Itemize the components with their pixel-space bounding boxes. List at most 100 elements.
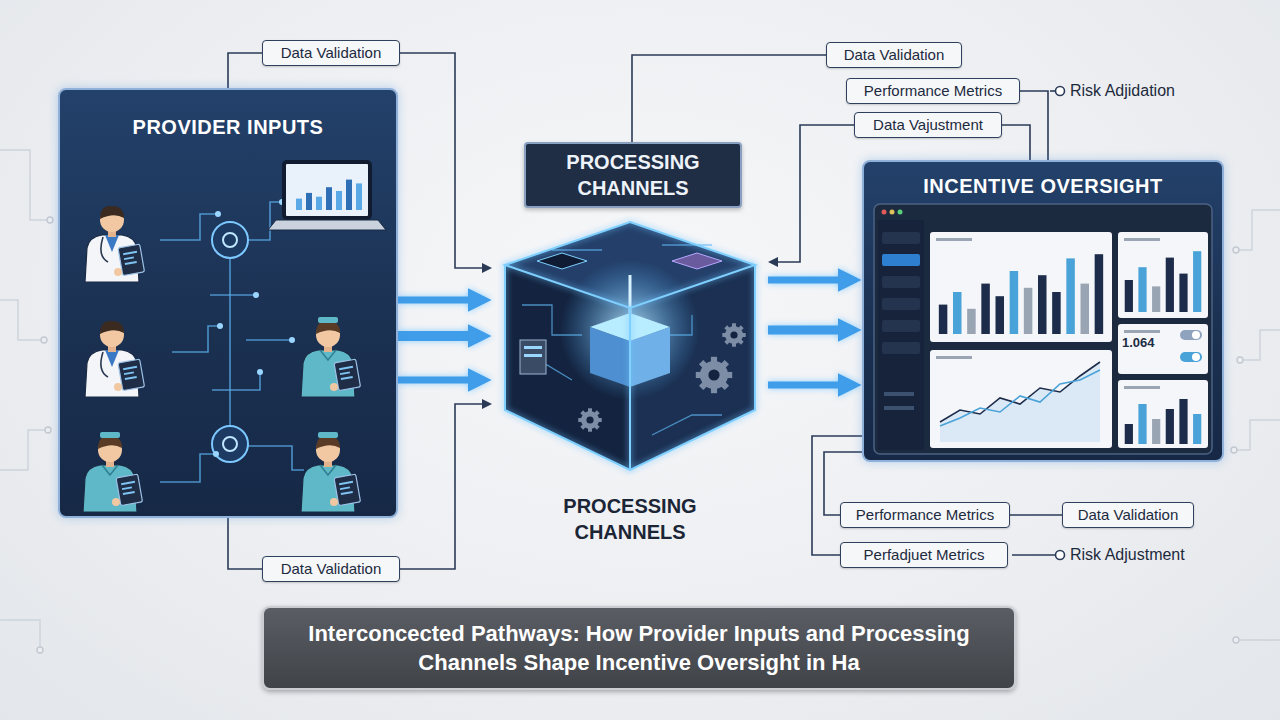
- oversight-panel: INCENTIVE OVERSIGHT: [862, 160, 1224, 462]
- chart-bar: [1179, 399, 1187, 444]
- chart-bar: [1024, 288, 1033, 334]
- sidebar-item: [882, 320, 920, 332]
- tablet-line: [125, 376, 137, 380]
- tablet-line: [123, 491, 135, 495]
- diagram-title: Interconcected Pathways: How Provider In…: [280, 619, 998, 677]
- flow-arrow: [398, 331, 470, 341]
- person-figure: [85, 206, 145, 282]
- tablet-line: [341, 491, 353, 495]
- chart-bar: [1010, 271, 1019, 334]
- tablet-frame: [334, 474, 361, 505]
- circuit-trace: [552, 249, 602, 250]
- chart-bar: [1166, 258, 1174, 312]
- toggle-knob: [1192, 331, 1200, 339]
- shirt: [105, 350, 119, 367]
- connector-line: [400, 53, 483, 268]
- card-header: [1124, 238, 1160, 241]
- nurse-cap: [318, 432, 338, 438]
- node-heading: PROCESSING CHANNELS: [538, 149, 728, 201]
- tablet-frame: [118, 359, 145, 390]
- laptop-bar: [316, 197, 322, 210]
- card-header: [936, 238, 972, 241]
- dashboard-card: [930, 350, 1112, 448]
- laptop-screen: [284, 162, 370, 218]
- person-figure: [85, 321, 145, 397]
- chart-bar: [1052, 292, 1061, 334]
- node-heading: PROVIDER INPUTS: [60, 115, 396, 139]
- chip-box: [672, 253, 722, 269]
- trace-dot: [213, 451, 219, 457]
- leader-line: [1012, 554, 1056, 556]
- tablet: [118, 244, 145, 275]
- connector-line: [777, 125, 854, 262]
- sidebar-item: [884, 406, 914, 410]
- area-fill: [940, 362, 1100, 442]
- chart-bar: [1125, 424, 1133, 444]
- chart-bar: [996, 296, 1005, 334]
- tablet-line: [123, 251, 137, 255]
- chart-bar: [1138, 404, 1146, 444]
- circuit-trace: [0, 150, 50, 220]
- circuit-trace: [212, 372, 260, 390]
- people-illustration: [60, 90, 396, 516]
- person-body: [301, 350, 355, 397]
- nurse-cap: [318, 317, 338, 323]
- tablet-frame: [116, 474, 143, 505]
- line-series: [940, 370, 1100, 426]
- metrics-tag: Perfadjuet Metrics: [840, 542, 1008, 568]
- chart-bar: [981, 284, 990, 334]
- metrics-tag: Performance Metrics: [846, 78, 1020, 104]
- validation-tag: Data Validation: [262, 556, 400, 582]
- sidebar: [878, 220, 924, 450]
- kpi-value: 1.064: [1122, 333, 1155, 353]
- trace-dot: [257, 369, 263, 375]
- chart-bar: [953, 292, 962, 334]
- circuit-trace: [246, 339, 292, 341]
- chart-bar: [1152, 419, 1160, 444]
- circuit-trace: [0, 430, 48, 470]
- toggle: [1180, 330, 1202, 340]
- circuit-node: [1237, 357, 1243, 363]
- tablet-frame: [118, 244, 145, 275]
- gear-hole: [708, 369, 719, 380]
- connector-line: [1002, 125, 1030, 160]
- stethoscope: [101, 237, 108, 262]
- hand: [330, 498, 338, 506]
- circuit-node: [1233, 637, 1239, 643]
- dashboard-illustration: [864, 162, 1222, 460]
- core-left: [590, 327, 630, 387]
- risk-note: Risk Adjidation: [1070, 81, 1175, 101]
- channel-label-box: PROCESSING CHANNELS: [524, 142, 742, 208]
- toggle-knob: [1192, 353, 1200, 361]
- tag-label: Data Validation: [281, 560, 382, 578]
- sidebar-item: [882, 342, 920, 354]
- person-body: [85, 350, 139, 397]
- circuit-node: [1233, 247, 1239, 253]
- sidebar-item: [884, 392, 914, 396]
- circuit-trace: [0, 300, 44, 340]
- circuit-trace: [1236, 210, 1280, 250]
- leader-dot: [1056, 551, 1065, 560]
- tag-label: Data Validation: [1078, 506, 1179, 524]
- tablet: [118, 359, 145, 390]
- card-header: [1124, 330, 1160, 333]
- tablet-line: [124, 256, 134, 260]
- connector-line: [1010, 514, 1062, 516]
- gear-icon: [578, 408, 601, 431]
- tag-label: Performance Metrics: [856, 506, 994, 524]
- flow-arrow: [768, 382, 840, 389]
- trace-dot: [215, 211, 221, 217]
- tablet: [334, 474, 361, 505]
- chart-bar: [1081, 284, 1090, 334]
- chart-bar: [967, 309, 976, 334]
- hand: [114, 268, 122, 276]
- tag-label: Data Validation: [281, 44, 382, 62]
- tablet-line: [339, 481, 353, 485]
- person-figure: [301, 432, 361, 512]
- circuit-trace: [652, 415, 722, 435]
- gear-hole: [586, 416, 593, 423]
- chart-bar: [1066, 258, 1075, 334]
- hair: [100, 321, 124, 334]
- circuit-node: [37, 647, 43, 653]
- hand: [114, 383, 122, 391]
